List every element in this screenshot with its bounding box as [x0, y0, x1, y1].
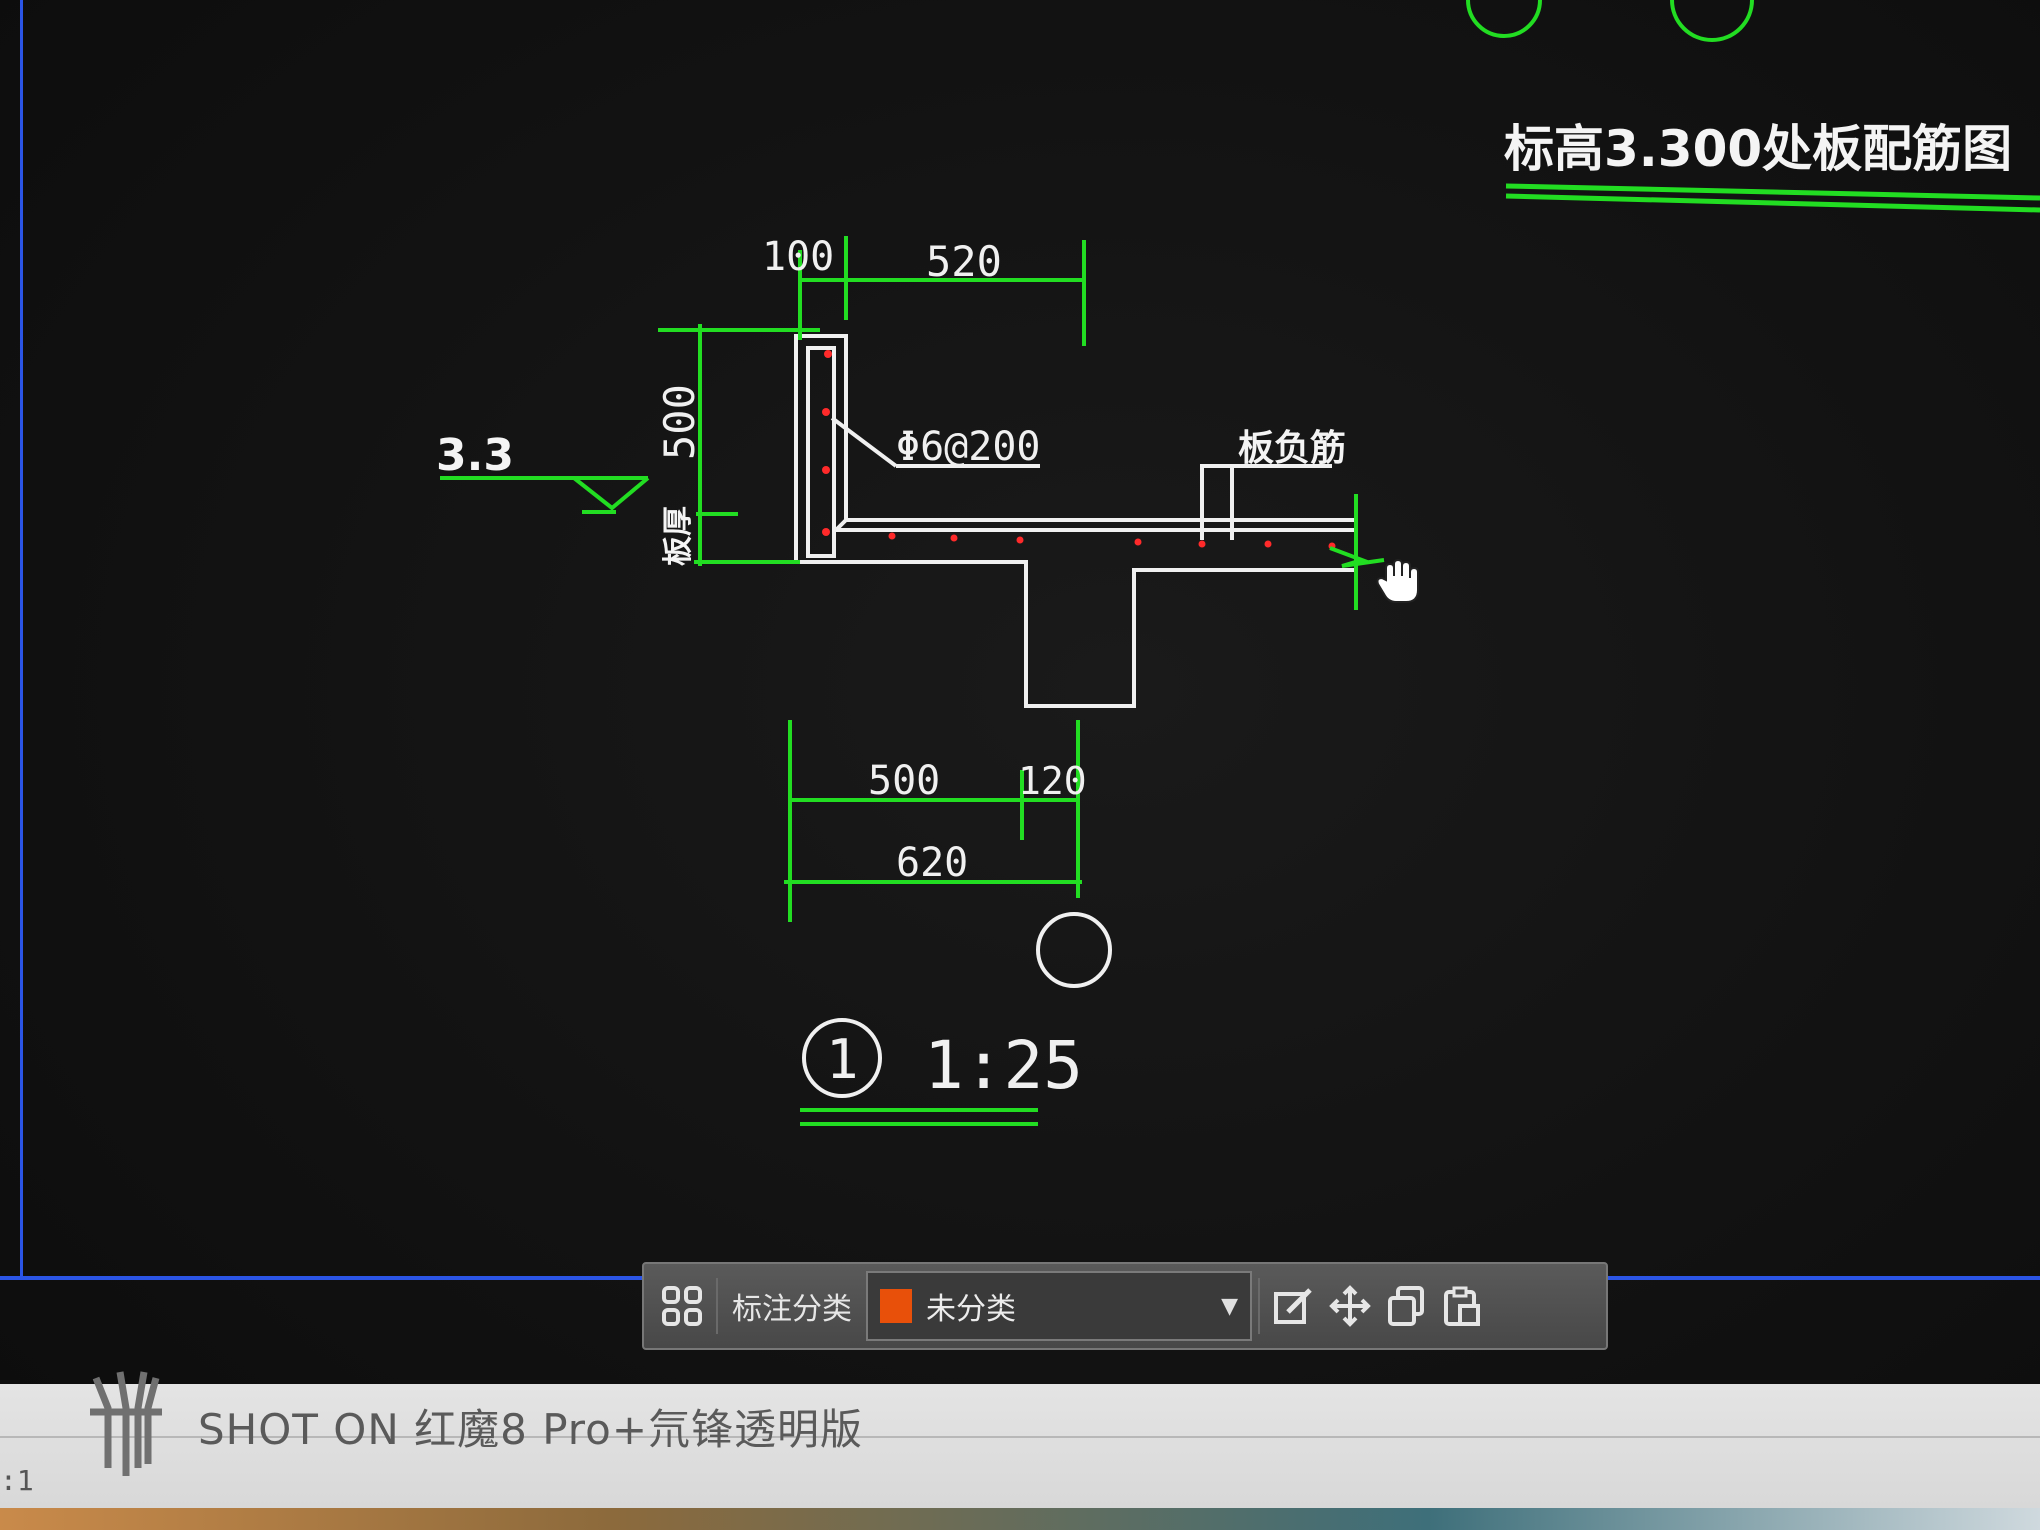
- grid-bubbles: [1466, 0, 1754, 42]
- annotation-toolbar: 标注分类 未分类 ▼: [642, 1262, 1608, 1350]
- axis-bubble: [1036, 912, 1112, 988]
- pan-hand-cursor-icon: [1376, 558, 1419, 603]
- watermark-text: SHOT ON 红魔8 Pro+氘锋透明版: [198, 1405, 864, 1454]
- dim-bottom-a: 500: [868, 758, 940, 804]
- rebar-dots: [822, 350, 1336, 550]
- toolbar-separator: [1258, 1278, 1260, 1334]
- section-geometry: [794, 334, 1356, 708]
- paste-icon[interactable]: [1434, 1278, 1490, 1334]
- status-bar: [0, 1384, 2040, 1530]
- elevation-label: 3.3: [436, 430, 514, 481]
- detail-number: 1: [826, 1028, 859, 1091]
- dim-height: 500: [655, 384, 704, 460]
- toolbar-separator: [716, 1278, 718, 1334]
- rebar-label: Φ6@200: [896, 424, 1041, 470]
- dimension-texts: 100 520 500 板厚 3.3 Φ6@200 板负筋 500 120 62…: [436, 234, 1346, 886]
- scale-readout: :1: [0, 1464, 34, 1497]
- edit-icon[interactable]: [1266, 1278, 1322, 1334]
- watermark-logo: [90, 1371, 162, 1476]
- taskbar-strip: [0, 1508, 2040, 1530]
- category-color-swatch: [880, 1289, 912, 1323]
- dim-bottom-b: 120: [1018, 759, 1087, 803]
- negative-rebar-label: 板负筋: [1238, 428, 1346, 469]
- dim-top-right: 520: [926, 237, 1002, 286]
- slab-thickness-label: 板厚: [661, 506, 696, 566]
- move-icon[interactable]: [1322, 1278, 1378, 1334]
- dimension-lines: [440, 236, 1385, 1126]
- cad-drawing-canvas[interactable]: 标高3.300处板配筋图: [0, 0, 2040, 1280]
- detail-scale: 1:25: [924, 1027, 1083, 1104]
- sheet-title: 标高3.300处板配筋图: [1504, 120, 2012, 178]
- sheet-title-underline: [1505, 183, 2040, 213]
- copy-icon[interactable]: [1378, 1278, 1434, 1334]
- category-dropdown[interactable]: 未分类 ▼: [866, 1271, 1252, 1341]
- chevron-down-icon: ▼: [1221, 1293, 1238, 1319]
- dim-bottom-total: 620: [896, 840, 968, 886]
- status-divider: [0, 1436, 2040, 1438]
- detail-number-circle: [802, 1018, 882, 1098]
- dim-top-left: 100: [762, 234, 834, 280]
- category-value: 未分类: [926, 1292, 1016, 1327]
- grid-icon[interactable]: [654, 1278, 710, 1334]
- viewport-border-left: [20, 0, 23, 1280]
- category-label: 标注分类: [732, 1292, 852, 1327]
